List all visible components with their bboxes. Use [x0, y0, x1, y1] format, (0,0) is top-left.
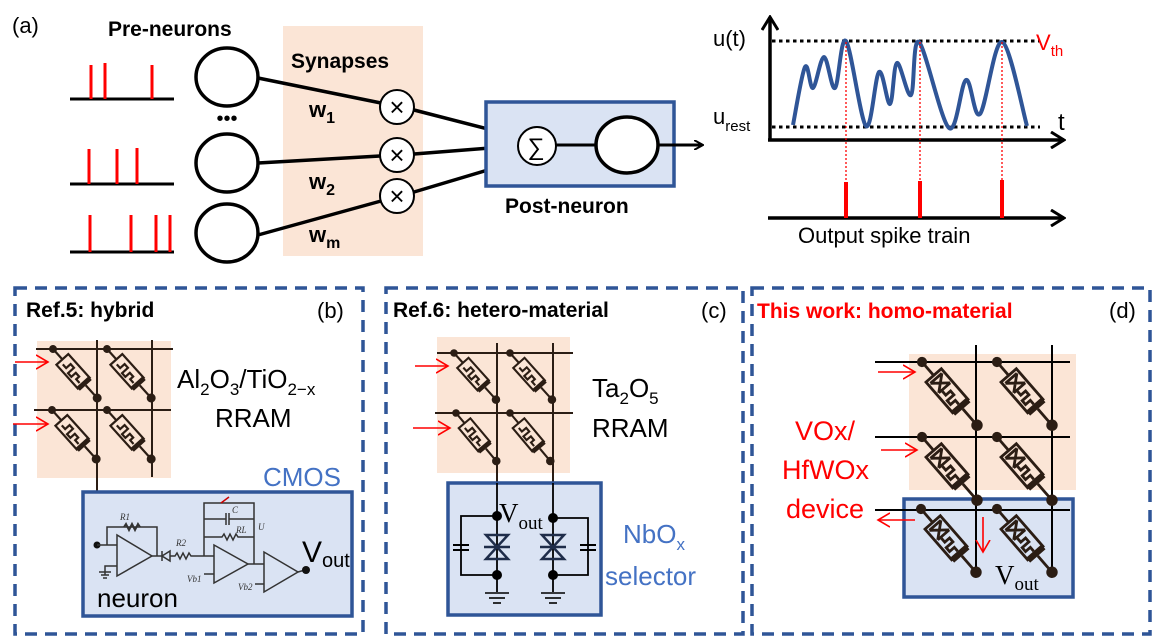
rram-material-label: Al2O3/TiO2−x	[177, 364, 316, 399]
pre-neurons-label: Pre-neurons	[108, 18, 232, 41]
vb2-label: Vb2	[238, 582, 253, 592]
panel-d-title: This work: homo-material	[757, 300, 1013, 323]
pre-neuron-m	[194, 202, 260, 264]
weight-2: w2	[308, 169, 335, 199]
device-label-line-3: device	[786, 494, 864, 524]
cmos-neuron-box	[81, 490, 354, 618]
panel-b-title: Ref.5: hybrid	[26, 299, 154, 322]
panel-c-label: (c)	[701, 298, 727, 323]
multiply-icon: ×	[389, 92, 404, 122]
sum-icon: ∑	[527, 134, 544, 161]
multiplier-2: ×	[379, 137, 415, 173]
cmos-neuron-circuit	[93, 496, 310, 594]
panel-d-border	[750, 286, 1152, 636]
selector-label: selector	[605, 561, 696, 591]
pre-neuron-1	[194, 46, 260, 108]
panel-a-label: (a)	[12, 13, 39, 38]
weight-m: wm	[308, 222, 340, 252]
multiplier-1: ×	[379, 89, 415, 125]
selector-material-label: NbOx	[623, 519, 685, 554]
panel-b-label: (b)	[317, 298, 344, 323]
y-axis-label: u(t)	[713, 26, 746, 51]
r1-label: R1	[119, 512, 130, 522]
panel-c: Ref.6: hetero-material (c) Ta2O5 RRAM	[384, 286, 745, 636]
pre-neuron-2	[194, 132, 260, 194]
connection-line	[257, 154, 381, 165]
vb1-label: Vb1	[187, 574, 202, 584]
rram-material-label: Ta2O5	[592, 373, 659, 408]
selector-box	[446, 481, 603, 617]
panel-d-label: (d)	[1109, 298, 1136, 323]
synapses-label: Synapses	[291, 50, 389, 73]
panel-b: Ref.5: hybrid (b) Al2O3/TiO2−x RRAM CMOS	[13, 286, 365, 636]
connection-line	[257, 199, 382, 237]
panel-c-border	[384, 286, 745, 636]
input-spike-train-1	[70, 63, 174, 101]
input-spike-train-2	[70, 148, 174, 186]
rest-label: urest	[713, 104, 751, 135]
panel-a: (a) Pre-neurons Synapses •••	[12, 13, 1065, 264]
rl-label: RL	[235, 525, 247, 535]
multiply-icon: ×	[389, 140, 404, 170]
output-spike-train: Output spike train	[768, 180, 1064, 248]
output-spike-train-label: Output spike train	[798, 223, 970, 248]
rram-label: RRAM	[592, 413, 669, 443]
ellipsis: •••	[216, 108, 237, 130]
c-label: C	[232, 505, 239, 515]
vout-label: Vout	[302, 536, 350, 572]
vout-label: Vout	[995, 560, 1040, 595]
u-label: U	[258, 522, 265, 532]
selector-circuit	[453, 483, 596, 592]
device-label-line-1: VOx/	[795, 416, 856, 446]
r2-label: R2	[175, 538, 186, 548]
post-neuron	[594, 115, 660, 175]
connection-line	[257, 76, 382, 105]
neuron-device-box	[902, 497, 1075, 599]
neuron-label: neuron	[97, 583, 178, 613]
multiplier-m: ×	[379, 178, 415, 214]
panel-c-title: Ref.6: hetero-material	[393, 299, 609, 322]
x-axis-label: t	[1058, 109, 1065, 136]
panel-b-border	[13, 286, 365, 636]
device-label-line-2: HfWOx	[782, 455, 869, 485]
multiply-icon: ×	[389, 181, 404, 211]
cmos-label: CMOS	[263, 462, 341, 492]
weight-1: w1	[308, 97, 335, 127]
rram-label: RRAM	[215, 403, 292, 433]
threshold-label: Vth	[1036, 30, 1063, 60]
vout-label: Vout	[499, 498, 544, 534]
panel-d: This work: homo-material (d) VOx/ HfWOx …	[750, 286, 1152, 636]
input-spike-train-3	[70, 215, 174, 254]
membrane-potential-plot: u(t) Vth urest t	[713, 17, 1065, 182]
post-neuron-label: Post-neuron	[505, 195, 629, 218]
membrane-potential-curve	[791, 38, 1029, 131]
